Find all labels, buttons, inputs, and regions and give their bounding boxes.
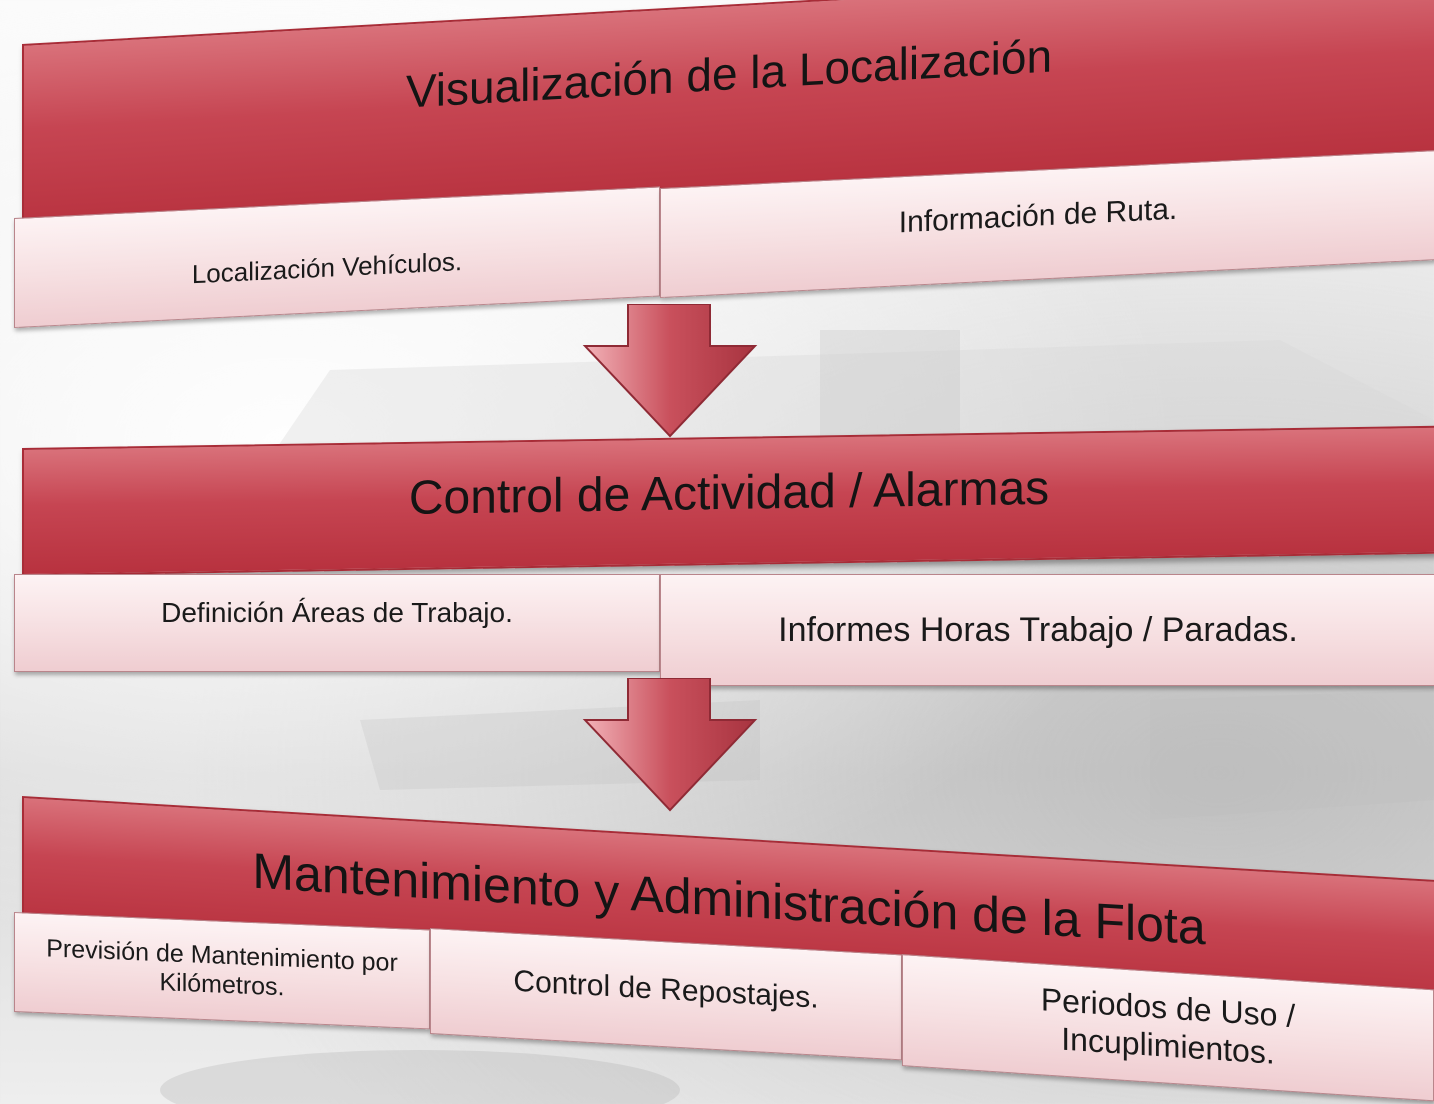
arrow-down-icon (582, 304, 758, 438)
item-informes-horas: Informes Horas Trabajo / Paradas. (660, 574, 1434, 686)
item-label: Definición Áreas de Trabajo. (161, 597, 513, 629)
item-label: Informes Horas Trabajo / Paradas. (778, 610, 1298, 649)
section-header-control: Control de Actividad / Alarmas (22, 425, 1434, 576)
section-title: Visualización de la Localización (405, 29, 1053, 118)
item-label: Previsión de Mantenimiento por Kilómetro… (46, 933, 398, 1002)
arrow-down-icon (582, 678, 758, 812)
item-label: Localización Vehículos. (191, 245, 463, 289)
item-label: Periodos de Uso / Incuplimientos. (1040, 981, 1296, 1071)
item-label: Información de Ruta. (898, 192, 1178, 240)
item-prevision-mantenimiento: Previsión de Mantenimiento por Kilómetro… (14, 912, 430, 1030)
item-label: Control de Repostajes. (513, 964, 819, 1016)
item-definicion-areas: Definición Áreas de Trabajo. (14, 574, 660, 672)
section-title: Control de Actividad / Alarmas (408, 461, 1050, 525)
